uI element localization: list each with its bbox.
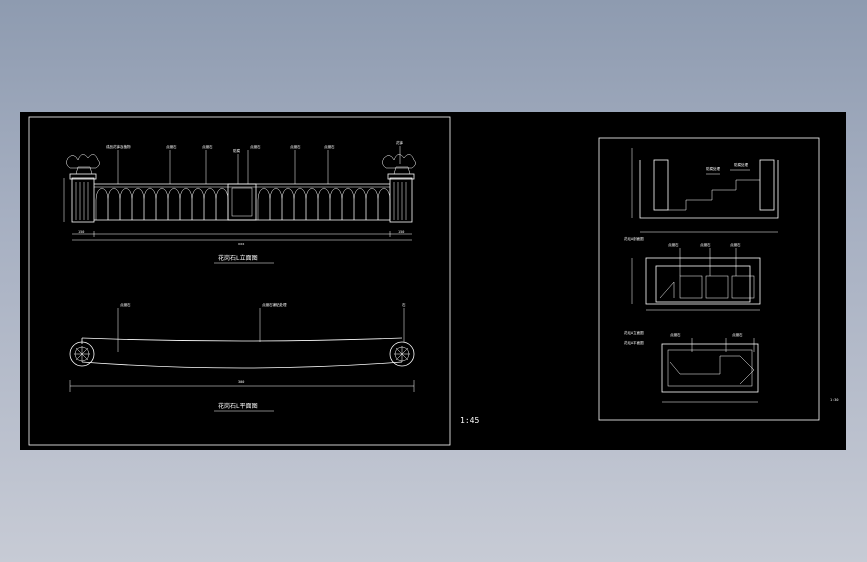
callout-text: 石 <box>402 303 406 307</box>
callout-text: 成品花钵及植物 <box>106 144 131 149</box>
fence-elevation <box>63 146 416 241</box>
fence-arch <box>215 187 229 220</box>
planter-elevation <box>631 248 761 311</box>
fence-arch <box>179 187 193 220</box>
fence-arch <box>167 187 181 220</box>
callout-text: 点缀石 <box>668 242 679 247</box>
fence-arch <box>293 187 307 220</box>
fence-arch <box>119 187 133 220</box>
fence-arch <box>203 187 217 220</box>
callout-text: 点缀石 <box>202 144 213 149</box>
callout-text: 点缀石 <box>732 332 743 337</box>
elevation-title: 花岗石L立面图 <box>218 254 258 262</box>
fence-arch <box>95 187 109 220</box>
fence-arch <box>269 187 283 220</box>
callout-text: 花钵 <box>396 140 404 145</box>
fence-arch <box>155 187 169 220</box>
fence-arch <box>257 187 271 220</box>
fence-arch <box>107 187 121 220</box>
fence-arch <box>143 187 157 220</box>
cad-canvas[interactable]: 成品花钵及植物 点缀石 点缀石 防腐 点缀石 点缀石 点缀石 花钵 150 xx… <box>20 112 846 450</box>
callout-text: 点缀石 <box>250 144 261 149</box>
fence-arch <box>365 187 379 220</box>
elevation-callout-texts: 成品花钵及植物 点缀石 点缀石 防腐 点缀石 点缀石 点缀石 花钵 150 xx… <box>78 140 404 246</box>
callout-text: 防腐处理 <box>734 162 748 167</box>
fence-arch <box>341 187 355 220</box>
dim-text: 150 <box>78 230 84 234</box>
callout-text: 防腐 <box>233 148 240 153</box>
fence-arch <box>317 187 331 220</box>
fence-arch <box>329 187 343 220</box>
dim-text: xxx <box>238 242 244 246</box>
callout-text: 点缀石 <box>700 242 711 247</box>
plan-callout-texts: 点缀石 点缀石铺贴处理 石 300 <box>120 302 406 384</box>
right-scale-label: 1:30 <box>830 398 838 402</box>
planter-section <box>631 148 779 233</box>
callout-text: 点缀石 <box>670 332 681 337</box>
elevation-title: 花坛A立面图 <box>624 330 644 335</box>
dim-text: 300 <box>238 380 244 384</box>
cad-drawing: 成品花钵及植物 点缀石 点缀石 防腐 点缀石 点缀石 点缀石 花钵 150 xx… <box>28 116 838 446</box>
callout-text: 点缀石铺贴处理 <box>262 302 287 307</box>
fence-arch <box>353 187 367 220</box>
callout-text: 点缀石 <box>120 302 131 307</box>
planter-plan <box>661 338 759 403</box>
dim-text: 150 <box>398 230 404 234</box>
fence-plan <box>69 308 415 392</box>
left-sheet-border <box>28 116 451 446</box>
fence-arch <box>377 187 391 220</box>
section-title: 花坛A剖面图 <box>624 236 644 241</box>
fence-arch <box>191 187 205 220</box>
plan-title: 花坛A平面图 <box>624 340 644 345</box>
callout-text: 防腐处理 <box>706 166 720 171</box>
callout-text: 点缀石 <box>730 242 741 247</box>
left-scale-label: 1:45 <box>460 416 479 425</box>
callout-text: 点缀石 <box>324 144 335 149</box>
right-sheet-border <box>598 137 820 421</box>
fence-arch <box>281 187 295 220</box>
plan-title: 花岗石L平面图 <box>218 402 258 410</box>
fence-arch <box>131 187 145 220</box>
callout-text: 点缀石 <box>290 144 301 149</box>
callout-text: 点缀石 <box>166 144 177 149</box>
fence-arch <box>305 187 319 220</box>
